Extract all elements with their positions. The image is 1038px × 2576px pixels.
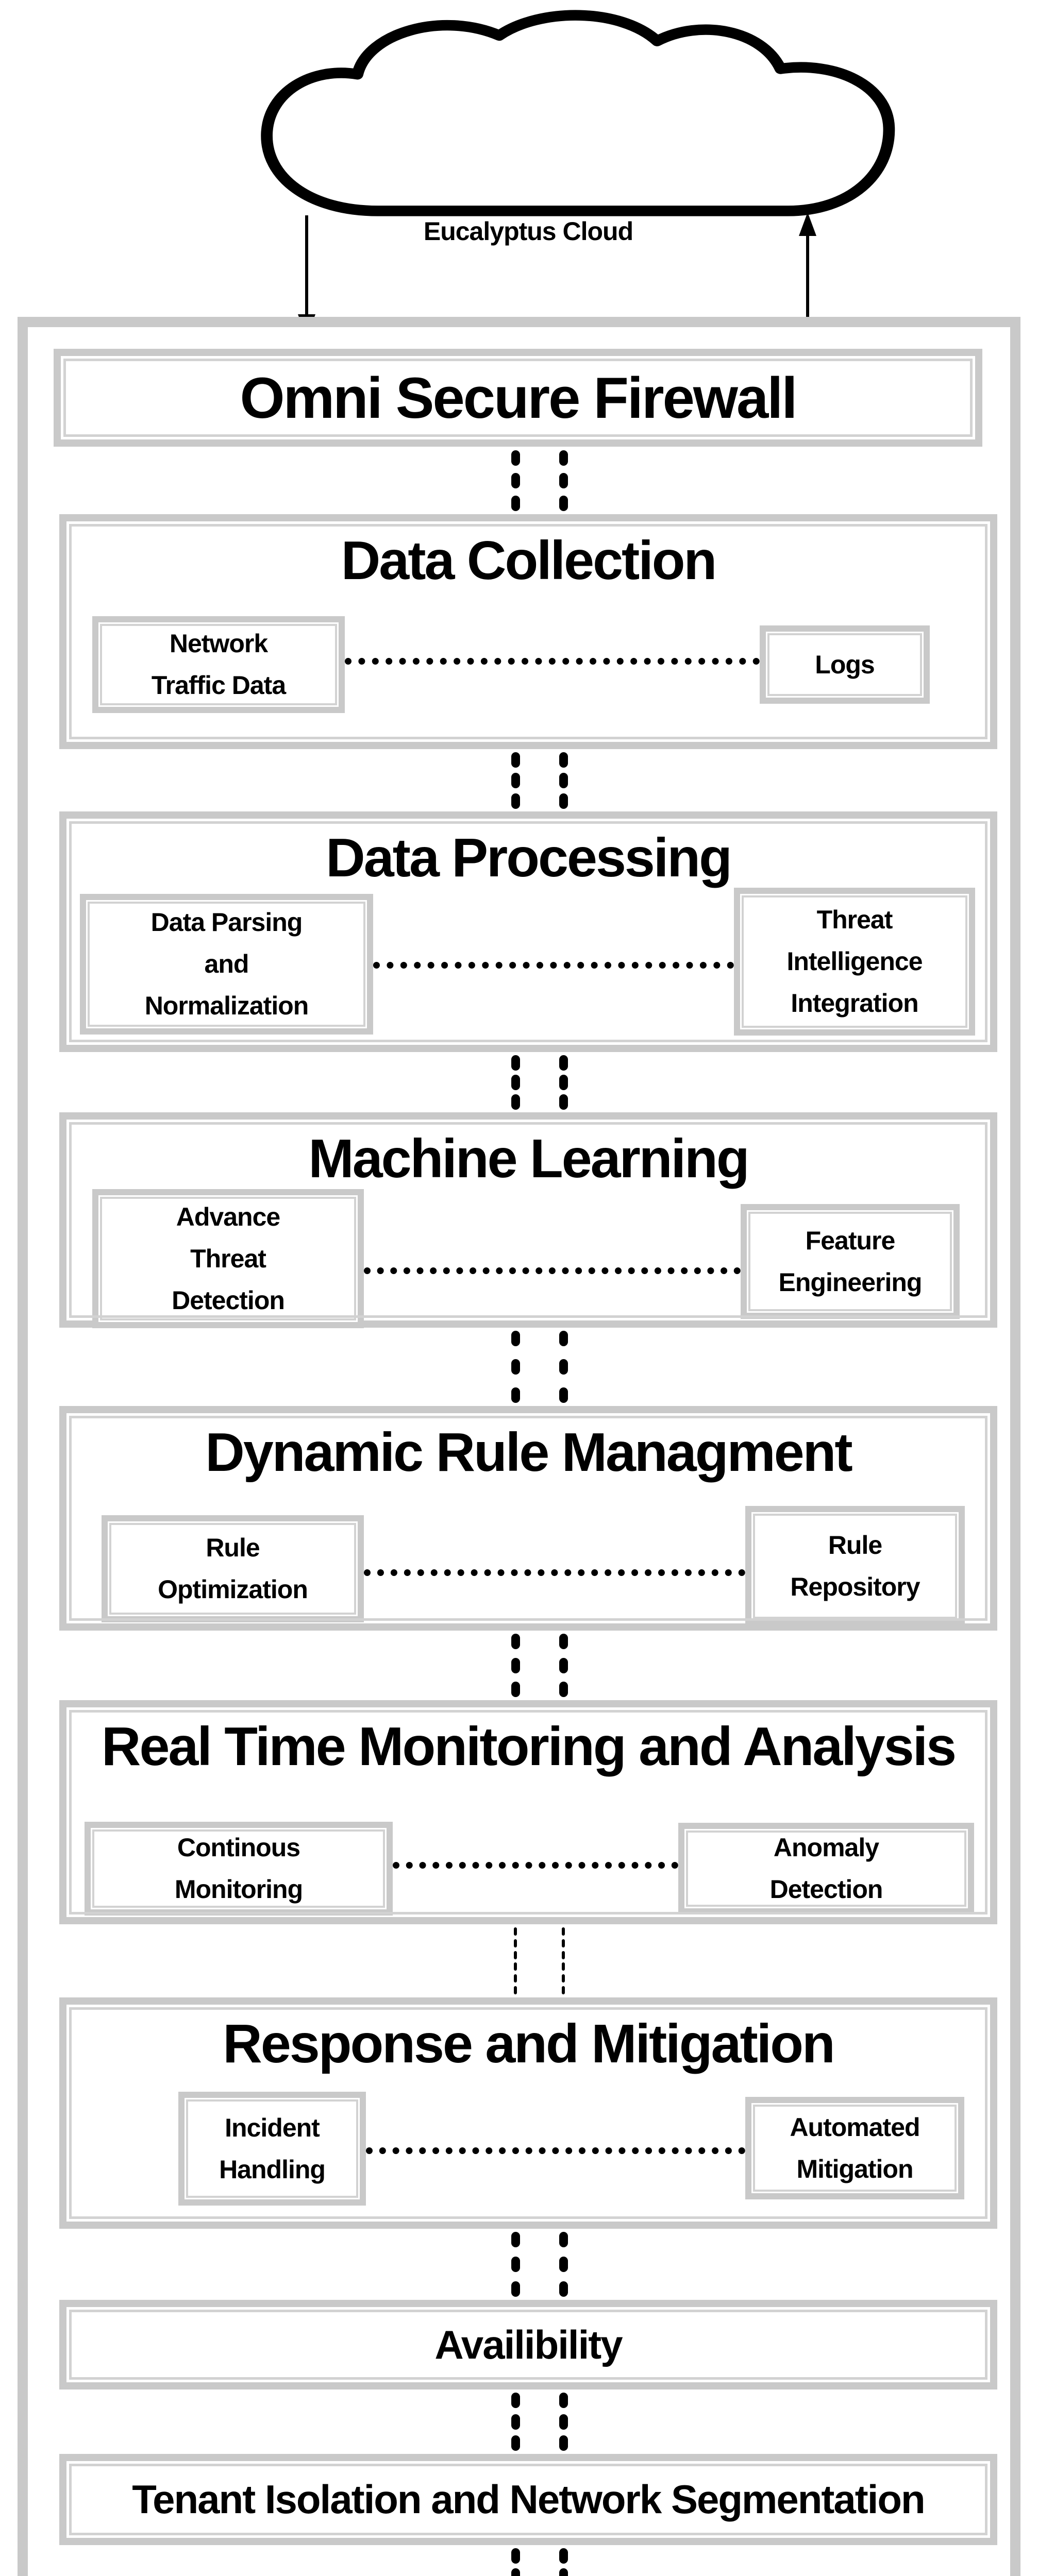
component-box: Network Traffic Data — [92, 616, 345, 713]
component-box: Threat Intelligence Integration — [734, 888, 975, 1036]
component-label: Threat Intelligence Integration — [786, 905, 923, 1018]
up-arrow-icon — [799, 212, 816, 236]
down-arrow-line — [305, 215, 308, 316]
up-arrow-line — [806, 233, 809, 336]
box-tenant-isolation: Tenant Isolation and Network Segmentatio… — [59, 2454, 997, 2545]
component-label: Network Traffic Data — [151, 629, 286, 700]
component-box: Automated Mitigation — [745, 2097, 964, 2199]
section-title: Machine Learning — [308, 1128, 749, 1189]
cloud-icon — [261, 10, 895, 216]
component-label: Rule Optimization — [158, 1533, 308, 1604]
section-real-time-monitoring: Real Time Monitoring and Analysis Contin… — [59, 1700, 997, 1924]
dashed-connector — [511, 2393, 568, 2451]
component-box: Incident Handling — [178, 2092, 366, 2206]
component-label: Logs — [815, 650, 875, 679]
section-title: Dynamic Rule Managment — [205, 1422, 852, 1483]
dashed-connector — [511, 752, 568, 809]
section-dynamic-rule-management: Dynamic Rule Managment Rule Optimization… — [59, 1406, 997, 1631]
component-box: Logs — [760, 625, 930, 704]
box-title: Tenant Isolation and Network Segmentatio… — [132, 2477, 925, 2522]
component-label: Incident Handling — [219, 2113, 326, 2184]
dashed-connector — [511, 2548, 568, 2576]
dashed-connector — [511, 1055, 568, 1110]
component-box: Rule Repository — [745, 1506, 965, 1626]
component-box: Feature Engineering — [741, 1204, 960, 1319]
section-data-collection: Data Collection Network Traffic Data Log… — [59, 514, 997, 749]
component-label: Data Parsing and Normalization — [144, 908, 309, 1020]
firewall-title: Omni Secure Firewall — [240, 365, 797, 430]
dotted-connector — [393, 1862, 678, 1869]
component-label: Automated Mitigation — [790, 2112, 920, 2183]
component-box: Continous Monitoring — [85, 1822, 393, 1916]
box-availability: Availibility — [59, 2300, 997, 2389]
dashed-connector — [511, 1331, 568, 1403]
component-label: Anomaly Detection — [769, 1833, 883, 1904]
dotted-connector — [364, 1569, 745, 1576]
dotted-connector — [366, 2147, 745, 2154]
component-label: Rule Repository — [790, 1531, 920, 1601]
section-data-processing: Data Processing Data Parsing and Normali… — [59, 811, 997, 1052]
dashed-connector-thin — [514, 1927, 565, 1994]
section-response-mitigation: Response and Mitigation Incident Handlin… — [59, 1997, 997, 2229]
section-machine-learning: Machine Learning Advance Threat Detectio… — [59, 1112, 997, 1328]
section-title: Response and Mitigation — [223, 2013, 835, 2074]
section-title: Data Collection — [341, 530, 717, 591]
section-title: Real Time Monitoring and Analysis — [101, 1716, 957, 1777]
dotted-connector — [345, 658, 760, 665]
dotted-connector — [364, 1267, 741, 1274]
component-box: Advance Threat Detection — [92, 1189, 364, 1328]
component-box: Data Parsing and Normalization — [80, 894, 373, 1035]
cloud-label: Eucalyptus Cloud — [423, 217, 633, 246]
component-label: Advance Threat Detection — [172, 1202, 285, 1315]
component-box: Rule Optimization — [102, 1515, 364, 1622]
section-title: Data Processing — [326, 827, 732, 888]
box-title: Availibility — [434, 2321, 623, 2367]
component-label: Continous Monitoring — [174, 1833, 303, 1904]
dashed-connector — [511, 2232, 568, 2297]
dotted-connector — [373, 962, 734, 969]
dashed-connector — [511, 1634, 568, 1697]
component-box: Anomaly Detection — [678, 1823, 974, 1914]
dashed-connector — [511, 450, 568, 511]
component-label: Feature Engineering — [778, 1226, 923, 1297]
firewall-title-box: Omni Secure Firewall — [54, 349, 982, 447]
